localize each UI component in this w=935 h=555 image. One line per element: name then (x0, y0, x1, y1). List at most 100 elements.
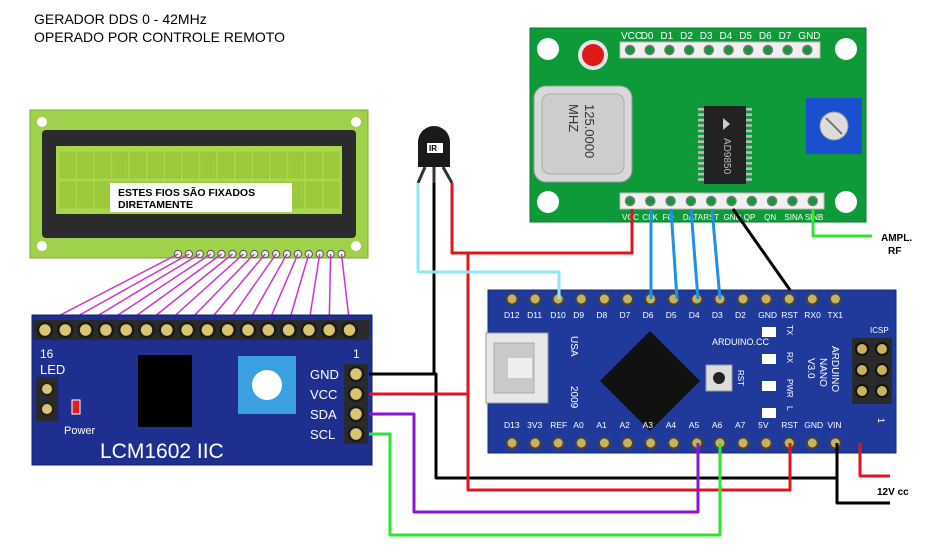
ad9850-leg (698, 113, 704, 116)
reset-button-cap[interactable] (713, 372, 725, 384)
nano-top-pin-label: RX0 (804, 310, 821, 320)
nano-led (762, 327, 776, 337)
lcd-character-cell (270, 151, 287, 179)
nano-bottom-pin (828, 436, 842, 450)
vcc-wire-dds-ir (450, 183, 634, 255)
ad9850-leg (746, 167, 752, 170)
nano-bottom-pin-label: A7 (735, 420, 746, 430)
lcd-bus-wire (44, 253, 179, 324)
sda-wire (369, 412, 700, 514)
nano-bottom-pin-label: 3V3 (527, 420, 542, 430)
nano-top-pin-label: D12 (504, 310, 520, 320)
i2c-pin-label: SCL (310, 427, 335, 442)
lcd-bus-wire (247, 253, 288, 324)
ir-signal-wire (416, 183, 561, 299)
lcd-character-cell (77, 151, 93, 179)
atmega-chip (600, 331, 700, 431)
nano-top-pin-label: TX1 (827, 310, 843, 320)
nano-bottom-pin (551, 436, 565, 450)
nano-top-pin-label: D11 (527, 310, 542, 320)
ad9850-label-wrap: AD9850 (721, 138, 732, 175)
nano-bottom-pin-label: A3 (643, 420, 654, 430)
lcd-bus-wire (328, 253, 332, 324)
nano-top-pin (574, 292, 588, 306)
ad9850-leg (746, 172, 752, 176)
lcd-note-box (110, 183, 292, 212)
ad9850-chip (704, 106, 746, 184)
ad9850-leg (698, 162, 704, 165)
lcd-character-cell (165, 151, 181, 179)
dds-top-pin (683, 44, 695, 56)
ir-lead (441, 166, 454, 184)
nano-name-line-2: NANO (817, 358, 828, 387)
crystal-unit: MHZ (566, 104, 581, 132)
i2c-side-pin (347, 425, 365, 443)
dds-bottom-pin (645, 195, 656, 207)
title-line-1: GERADOR DDS 0 - 42MHz (34, 11, 207, 27)
nano-top-pin-label: RST (781, 310, 798, 320)
i2c-top-pin (178, 321, 196, 339)
nano-led-label: L (785, 406, 794, 411)
i2c-side-pin (347, 365, 365, 383)
nano-top-pin (736, 292, 750, 306)
i2c-side-pin (347, 405, 365, 423)
rst-label-wrap: RST (736, 370, 745, 386)
nano-led-label: RX (785, 352, 794, 364)
ad9850-leg (746, 124, 752, 127)
nano-top-pin (505, 292, 519, 306)
lcd-character-cell (59, 181, 76, 209)
nano-top-pin-label: D4 (689, 310, 700, 320)
i2c-top-pin (57, 321, 74, 339)
dds-top-pin (782, 44, 793, 56)
lcd-character-cell (94, 151, 111, 179)
nano-top-pin-label: D9 (573, 310, 584, 320)
lcd-bus-wire (125, 253, 223, 324)
ad9850-leg (698, 118, 704, 122)
nano-bottom-pin-label: VIN (827, 420, 841, 430)
lcd-character-cell (200, 151, 217, 179)
i2c-top-pin (239, 321, 257, 339)
i2c-top-pin (341, 321, 358, 339)
nano-top-pin (759, 292, 773, 306)
dds-top-pin-label: D2 (680, 31, 693, 42)
nano-bottom-pin-label: A6 (712, 420, 723, 430)
ad9850-leg (746, 113, 752, 116)
nano-top-pin-label: D3 (712, 310, 723, 320)
nano-led (762, 408, 776, 418)
icsp-label: ICSP (870, 326, 889, 335)
dds-top-pin (802, 44, 813, 56)
ad9850-leg (746, 118, 752, 122)
nano-bottom-pin-label: GND (804, 420, 823, 430)
i2c-pin-label: GND (310, 367, 339, 382)
dds-top-pin (664, 44, 675, 56)
ad9850-leg (746, 140, 752, 143)
ad9850-label: AD9850 (721, 138, 732, 175)
ad9850-leg (698, 151, 704, 154)
i2c-top-pin (117, 321, 135, 339)
nano-pcb (487, 289, 897, 454)
nano-led-label: TX (785, 325, 794, 336)
lcd-bus-wire (166, 253, 244, 324)
ad9850-leg (746, 135, 752, 138)
ad9850-leg (698, 167, 704, 170)
ad9850-leg (746, 145, 752, 149)
gnd-wire-dds (731, 208, 792, 291)
power-led (71, 399, 81, 415)
trimmer-slot (825, 117, 843, 135)
potentiometer-knob (252, 370, 282, 400)
year-label: 2009 (568, 386, 579, 409)
lcd-character-cell (253, 151, 269, 179)
dds-top-pin-label: D5 (739, 31, 752, 42)
nano-top-pin-label: D2 (735, 310, 746, 320)
nano-bottom-pin (505, 436, 519, 450)
scl-wire (369, 432, 722, 537)
ad9850-leg (746, 156, 752, 160)
pcf8574-chip (138, 355, 192, 427)
ir-label-box (427, 143, 443, 153)
dds-bottom-pin (624, 195, 636, 207)
ir-label: IR (429, 144, 437, 153)
nano-bottom-pin (574, 436, 588, 450)
lcd-bus-wire (308, 253, 321, 324)
